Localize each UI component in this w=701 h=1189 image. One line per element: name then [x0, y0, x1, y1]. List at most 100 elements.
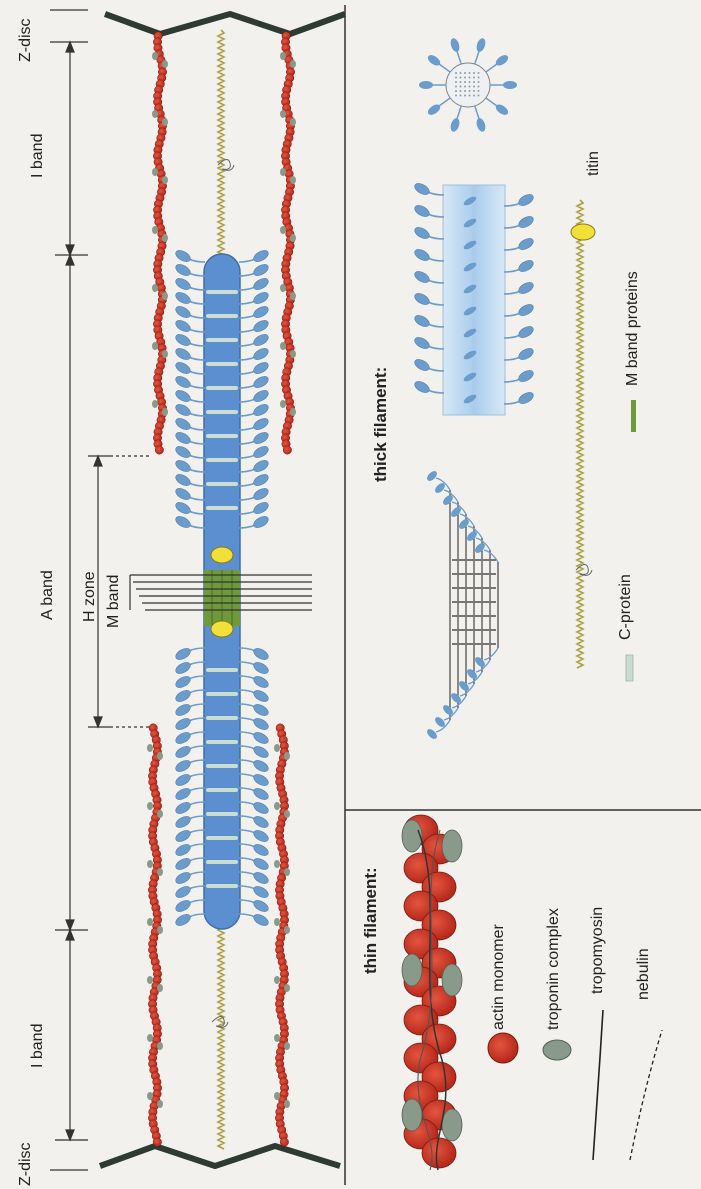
cross-section-dot — [460, 86, 462, 88]
troponin-dot — [162, 234, 168, 242]
troponin-dot — [157, 752, 163, 760]
troponin-complex — [442, 830, 462, 862]
myosin-head-neck — [239, 648, 255, 651]
troponin-dot — [280, 226, 286, 234]
cross-section-head — [475, 37, 487, 53]
troponin-dot — [274, 1092, 280, 1100]
myosin-head — [252, 716, 270, 732]
myosin-head — [174, 290, 192, 306]
m-band-proteins-legend-label: M band proteins — [625, 271, 641, 386]
troponin-dot — [147, 744, 153, 752]
tropomyosin-legend-label: tropomyosin — [590, 907, 606, 994]
troponin-dot — [274, 744, 280, 752]
side-head — [413, 181, 431, 197]
myosin-head-neck — [239, 315, 255, 318]
cross-section-dot — [460, 90, 462, 92]
myosin-head-neck — [189, 301, 205, 304]
side-head — [413, 313, 431, 329]
titin-yellow-marker — [571, 224, 595, 240]
myosin-head-neck — [189, 858, 205, 861]
troponin-dot — [274, 860, 280, 868]
myosin-head — [174, 346, 192, 362]
cross-section-dot — [455, 77, 457, 79]
thick-panel-illustrations — [413, 37, 636, 741]
troponin-dot — [157, 810, 163, 818]
myosin-head-neck — [189, 427, 205, 430]
cross-section-head — [426, 53, 442, 68]
troponin-dot — [162, 118, 168, 126]
cross-section-dot — [473, 90, 475, 92]
side-head-neck — [504, 401, 520, 404]
cross-section-arm — [475, 106, 479, 119]
cross-section-head — [503, 81, 517, 89]
side-head-neck — [428, 390, 444, 393]
thin-filament-left-bottom — [147, 724, 163, 1146]
exploded-arm — [484, 648, 498, 660]
side-head — [517, 302, 535, 318]
titin-legend-strand — [577, 200, 583, 668]
side-head — [517, 236, 535, 252]
myosin-head — [174, 898, 192, 914]
troponin-legend-label: troponin complex — [546, 908, 562, 1030]
troponin-dot — [284, 1100, 290, 1108]
side-head-neck — [504, 247, 520, 250]
myosin-head — [252, 304, 270, 320]
troponin-complex — [442, 1109, 462, 1141]
cross-section-head — [494, 53, 510, 68]
troponin-dot — [162, 292, 168, 300]
actin-monomer — [422, 1138, 456, 1168]
myosin-head — [174, 856, 192, 872]
myosin-head-neck — [189, 886, 205, 889]
myosin-head — [174, 458, 192, 474]
thick-panel-title: thick filament: — [372, 367, 389, 482]
myosin-head-neck — [239, 413, 255, 416]
myosin-head — [252, 758, 270, 774]
c-protein-stripe — [206, 458, 238, 462]
myosin-head-neck — [189, 662, 205, 665]
cross-section-dot — [460, 77, 462, 79]
troponin-dot — [280, 110, 286, 118]
troponin-dot — [274, 1034, 280, 1042]
myosin-head-neck — [189, 774, 205, 777]
myosin-head — [252, 276, 270, 292]
cross-section-dot — [464, 90, 466, 92]
myosin-head — [252, 458, 270, 474]
c-protein-stripe — [206, 434, 238, 438]
troponin-dot — [284, 752, 290, 760]
myosin-head-neck — [239, 455, 255, 458]
troponin-dot — [290, 408, 296, 416]
troponin-dot — [152, 342, 158, 350]
myosin-head-neck — [239, 858, 255, 861]
h-zone-label: H zone — [82, 571, 98, 622]
troponin-dot — [152, 110, 158, 118]
c-protein-swatch — [626, 655, 633, 681]
troponin-dot — [147, 976, 153, 984]
myosin-head — [252, 912, 270, 928]
troponin-dot — [274, 802, 280, 810]
myosin-head — [252, 318, 270, 334]
myosin-head-neck — [239, 816, 255, 819]
myosin-head — [252, 472, 270, 488]
myosin-head-neck — [189, 399, 205, 402]
c-protein-stripe — [206, 884, 238, 888]
c-protein-stripe — [206, 506, 238, 510]
troponin-dot — [147, 860, 153, 868]
side-head-neck — [504, 291, 520, 294]
troponin-dot — [162, 60, 168, 68]
cross-section-dot — [478, 72, 480, 74]
myosin-head — [174, 472, 192, 488]
cross-section-head — [449, 37, 461, 53]
myosin-head — [174, 304, 192, 320]
myosin-head-neck — [239, 525, 255, 528]
side-head — [413, 379, 431, 395]
myosin-head-neck — [189, 287, 205, 290]
myosin-head — [174, 486, 192, 502]
troponin-dot — [152, 226, 158, 234]
c-protein-stripe — [206, 812, 238, 816]
troponin-complex — [442, 964, 462, 996]
myosin-head-neck — [239, 662, 255, 665]
nebulin-swatch — [630, 1030, 662, 1160]
myosin-head — [174, 828, 192, 844]
cross-section-dot — [473, 72, 475, 74]
cross-section-dot — [464, 95, 466, 97]
